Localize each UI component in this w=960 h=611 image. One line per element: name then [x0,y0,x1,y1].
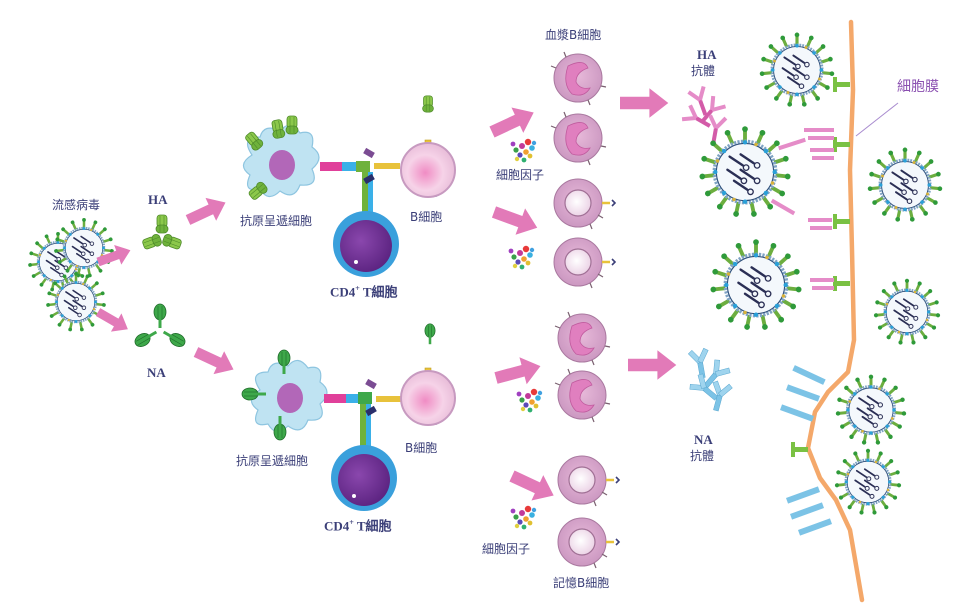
arrow-plasma-to-ha-antibody [620,88,669,118]
ha-antibody-cluster [680,84,728,146]
cytokine-cluster [510,138,537,163]
cytokine-cluster [508,245,535,270]
plasma-b-cell [550,111,607,166]
arrow-na-to-apc [190,340,239,381]
plasma-b-cell [554,311,611,366]
virus-particle [760,33,835,108]
label-memory-b-cell: 記憶B細胞 [553,576,610,590]
t-cell-label-prefix: CD4 [324,518,350,534]
cytokine-cluster [510,505,537,530]
virus-particle [835,449,902,515]
virus-particle [868,148,943,223]
ha-antibody-bound [770,128,834,290]
label-ha: HA [148,192,168,207]
label-apc-bottom: 抗原呈遞細胞 [236,454,309,468]
cd4-t-cell-bottom [331,445,397,511]
apc-tcell-synapse-top [320,147,400,214]
memory-b-cell [556,454,621,508]
label-b-cell-bottom: B細胞 [405,441,438,455]
label-cd4-t-cell-top: CD4+ T細胞 [330,282,398,299]
label-cytokine-bottom: 細胞因子 [482,542,531,556]
arrow-ha-to-apc [182,191,231,232]
t-cell-label-sup: + [355,284,360,293]
ha-antigen [141,214,183,252]
label-ha-antibody-2: 抗體 [691,64,716,78]
arrow-b-to-memory-bottom [506,463,560,509]
memory-b-cell [552,236,617,290]
label-cell-membrane: 細胞膜 [897,79,939,95]
cd4-t-cell-top [333,211,399,277]
na-antibody-bound [779,365,833,536]
virus-particle [874,279,941,345]
b-cell-bottom [400,323,456,427]
memory-b-cell [552,177,617,231]
virus-particle [710,239,802,330]
cytokine-cluster [516,388,543,413]
b-cell-top [400,95,456,199]
label-na-antibody-2: 抗體 [690,449,715,463]
apc-tcell-synapse-bottom [324,378,402,448]
arrow-b-to-plasma-bottom [492,352,545,392]
apc-bottom [241,349,328,441]
membrane-receptor [791,77,850,457]
label-influenza-virus: 流感病毒 [52,198,101,212]
memory-b-cell [556,516,621,570]
label-ha-antibody-1: HA [697,47,717,62]
na-antigen [132,303,188,350]
plasma-b-cell [554,368,611,423]
arrow-b-to-memory-top [489,198,543,241]
label-na-antibody-1: NA [694,432,713,447]
membrane-label-pointer [855,102,899,137]
apc-top [242,115,320,202]
cell-membrane [805,19,865,603]
label-cd4-t-cell-bottom: CD4+ T細胞 [324,516,392,533]
virus-particle [836,375,907,445]
arrow-plasma-to-na-antibody [628,350,677,380]
arrow-b-to-plasma-top [486,99,540,145]
label-b-cell-top: B細胞 [410,210,443,224]
plasma-b-cell [550,51,607,106]
label-na: NA [147,365,166,380]
t-cell-label-sup: + [349,518,354,527]
label-plasma-b-cell: 血漿B細胞 [545,28,602,42]
na-antibody-cluster [687,347,734,414]
t-cell-label-prefix: CD4 [330,284,356,300]
label-apc-top: 抗原呈遞細胞 [240,214,313,228]
t-cell-label-suffix: T細胞 [353,518,392,534]
arrow-virus-to-na [92,302,134,339]
t-cell-label-suffix: T細胞 [359,284,398,300]
label-cytokine-top: 細胞因子 [496,168,545,182]
